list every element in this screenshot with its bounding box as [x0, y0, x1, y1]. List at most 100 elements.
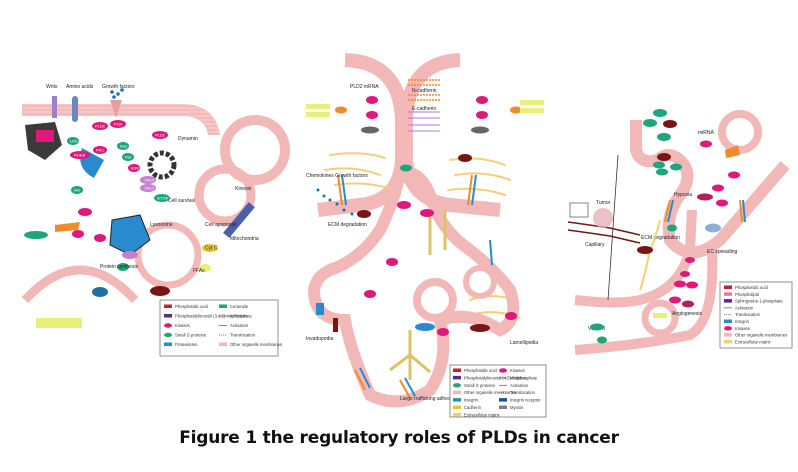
invadopodia-protein — [316, 303, 324, 315]
pld-node-b-wasp — [437, 328, 449, 336]
legend-item: Proteasome — [164, 342, 198, 347]
pld-c-11 — [682, 300, 694, 308]
endosome-ring-2 — [194, 164, 256, 226]
legend-label: Activation — [735, 305, 754, 310]
legend-item: Phosphatidic acid — [724, 285, 768, 290]
lamellipodia-label: Lamellipodia — [510, 340, 538, 346]
legend-item: Integrin receptor — [499, 398, 541, 403]
vegf-node-2 — [597, 336, 607, 344]
cell-apoptosis-label: Cell apoptosis — [205, 222, 237, 228]
legend-item: Small G proteins — [164, 333, 206, 338]
lipid-pink-icon — [724, 292, 732, 296]
legend-label: Extracellular matrix — [735, 339, 772, 344]
vegf-node-1 — [590, 323, 604, 331]
kinase-ellipse-icon — [499, 368, 507, 373]
node-label: RHEB — [74, 153, 85, 158]
small-g-ellipse-icon — [453, 383, 461, 388]
lipid-teal-icon — [219, 304, 227, 308]
pld-c-2 — [728, 171, 740, 179]
node-c-6 — [653, 161, 665, 169]
pld2-node-b-right — [476, 111, 488, 119]
integrin-icon — [724, 319, 732, 323]
myosin-node — [470, 324, 490, 332]
node-label: PLD1 — [155, 133, 166, 138]
mmp-node-2 — [458, 154, 472, 162]
node-c-3 — [663, 120, 677, 128]
legend-label: Inhibition — [510, 375, 527, 380]
node-label: Raf — [125, 155, 132, 160]
legend-item: Integrin — [453, 398, 479, 403]
caspase-node — [150, 286, 170, 296]
amino-acids-label: Amino acids — [66, 84, 94, 90]
panel-c-nodes — [590, 109, 740, 344]
proteasome — [109, 214, 151, 256]
membrane-curve — [182, 104, 220, 135]
legend-label: Integrin receptor — [510, 398, 541, 403]
vessel-wall-inner — [574, 209, 697, 308]
legend-item: Cadherin — [453, 405, 482, 410]
wnt-receptor — [52, 96, 57, 118]
pkc-node — [93, 146, 107, 154]
cytc-node — [202, 244, 218, 252]
legend-label: Cadherin — [464, 405, 482, 410]
pld-node-b-low — [364, 290, 376, 298]
cell-survival-label: Cell survival — [168, 198, 195, 204]
sirtuin-node — [55, 222, 80, 232]
mmp-c — [637, 246, 653, 254]
protein-synthesis-label: Protein synthesis — [100, 264, 139, 270]
n-cadherin-label: N-cadherin — [412, 88, 437, 94]
legend-label: Activation — [230, 323, 249, 328]
pld-c-10 — [669, 296, 681, 304]
growth-factor-box — [569, 202, 589, 218]
vesicle-protein-c — [705, 223, 721, 233]
panel-a-nodes: PLD2 PI3K PLD1 PKC LRS RHEB Ras Raf ERK … — [24, 120, 218, 328]
legend-label: Integrin — [464, 398, 479, 403]
growth-factor-dots — [110, 88, 124, 99]
panel-c: Tumor Capillary ECM degradation EC sprea… — [567, 109, 793, 355]
legend-label: Sphingosine-1-phosphate — [735, 299, 783, 304]
legend-item: Kinases — [499, 368, 525, 373]
pld-node-b-center-2 — [420, 209, 434, 217]
legend-item: Activation — [724, 305, 754, 310]
pld1-node — [152, 131, 168, 139]
legend-label: Phospholipid — [735, 292, 760, 297]
erk-node — [128, 164, 140, 172]
integrins — [337, 174, 493, 399]
legend-label: Extracellular matrix — [464, 412, 501, 417]
membrane-icon — [724, 333, 732, 337]
pld-node-lower — [72, 230, 84, 238]
pld-node-b-center — [397, 201, 411, 209]
myosin-icon — [499, 405, 507, 409]
legend-label: Other organelle membranes — [464, 390, 516, 395]
legend-label: Phosphatidic acid — [464, 368, 497, 373]
amino-acid-transporter — [72, 96, 78, 122]
pld2-node — [92, 122, 108, 130]
legend-label: Inhibition — [230, 314, 247, 319]
growth-factors-label: Growth factors — [102, 84, 135, 90]
legend-label: Phosphatidic acid — [735, 285, 768, 290]
large-adhesion-label: Large trafficking adhesion — [400, 396, 457, 402]
legend-label: Integrin — [735, 319, 750, 324]
integrin-receptor-icon — [499, 398, 507, 402]
lrs-node-2 — [117, 263, 129, 271]
panel-b-nodes — [306, 96, 544, 336]
legend-item: Integrin — [724, 319, 750, 324]
ffas-label: FFAs — [193, 268, 205, 274]
organelle-inner — [36, 130, 54, 142]
growth-factor-receptor — [110, 100, 122, 118]
legend-item: Extracellular matrix — [724, 339, 772, 344]
wnts-label: Wnts — [46, 84, 58, 90]
complex-b-right — [471, 126, 489, 134]
microtubule — [223, 202, 255, 238]
figure-caption: Figure 1 the regulatory roles of PLDs in… — [179, 428, 619, 448]
legend-label: Translocation — [735, 312, 761, 317]
lipid-purple-icon — [164, 314, 172, 318]
lipid-red-icon — [453, 368, 461, 372]
invading-cell-membrane — [308, 165, 520, 408]
legend-c: Phosphatidic acidPhospholipidSphingosine… — [719, 281, 793, 349]
cadherins — [408, 111, 440, 132]
node-c-4 — [657, 133, 671, 141]
legend-item: Phospholipid — [724, 292, 760, 297]
pld2-node-b-left — [366, 111, 378, 119]
kinase-ellipse-icon — [164, 323, 172, 328]
